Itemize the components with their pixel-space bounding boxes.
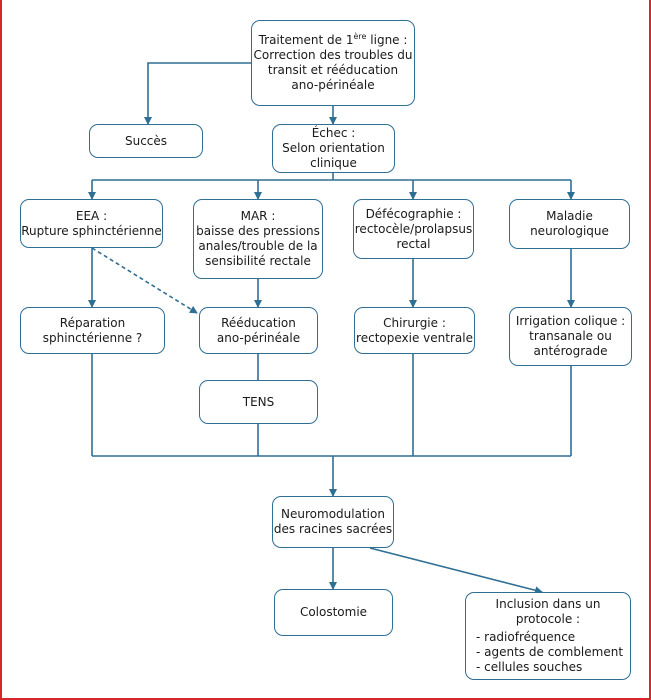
failure-text-2: Selon orientation — [282, 141, 385, 155]
protocol-item-radiofrequency: - radiofréquence — [476, 630, 576, 644]
neuromod-text-1: Neuromodulation — [281, 507, 385, 521]
protocol-item-filling-agents: - agents de comblement — [476, 645, 624, 659]
node-neurological: Maladie neurologique — [509, 199, 630, 249]
treatment-text-2: Correction des troubles du — [253, 48, 413, 62]
mar-text-4: sensibilité rectale — [205, 254, 311, 268]
arrow-neuromod-to-protocol — [369, 547, 543, 595]
mar-text-2: baisse des pressions — [196, 224, 320, 238]
neuromod-text-2: des racines sacrées — [273, 522, 393, 536]
node-tens: TENS — [199, 380, 318, 424]
protocol-text-2: protocole : — [515, 612, 581, 626]
irrigation-text-3: antérograde — [533, 344, 608, 358]
node-failure: Échec : Selon orientation clinique — [272, 124, 395, 173]
neuro-text-2: neurologique — [530, 224, 609, 238]
protocol-item-stem-cells: - cellules souches — [476, 660, 583, 674]
treatment-text-1b: ligne : — [366, 33, 408, 47]
node-eea: EEA : Rupture sphinctérienne — [20, 199, 163, 248]
colostomy-text: Colostomie — [299, 605, 368, 619]
node-reeducation: Rééducation ano-périnéale — [199, 307, 318, 354]
irrigation-text-2: transanale ou — [529, 329, 612, 343]
mar-text-1: MAR : — [240, 209, 276, 223]
treatment-text-3: transit et rééducation — [267, 63, 399, 77]
defeco-text-1: Défécographie : — [365, 206, 462, 221]
neuro-text-1: Maladie — [546, 209, 593, 223]
arrow-treatment-to-success — [144, 62, 251, 125]
failure-text-3: clinique — [310, 156, 357, 170]
treatment-superscript: ère — [353, 32, 367, 41]
success-text: Succès — [124, 133, 168, 148]
node-protocol: Inclusion dans un protocole : - radiofré… — [465, 592, 631, 680]
treatment-text-4: ano-périnéale — [291, 78, 375, 92]
node-defecography: Défécographie : rectocèle/prolapsus rect… — [353, 199, 474, 259]
node-neuromodulation: Neuromodulation des racines sacrées — [272, 496, 394, 548]
protocol-text-1: Inclusion dans un — [495, 597, 601, 611]
mar-text-3: anales/trouble de la — [198, 239, 318, 253]
defeco-text-3: rectal — [396, 236, 431, 251]
branch-line — [92, 173, 571, 181]
node-mar: MAR : baisse des pressions anales/troubl… — [193, 199, 323, 279]
eea-text-2: Rupture sphinctérienne — [21, 223, 162, 238]
node-surgery: Chirurgie : rectopexie ventrale — [354, 307, 475, 354]
node-first-line-treatment: Traitement de 1ère ligne : Correction de… — [251, 20, 415, 106]
irrigation-text-1: Irrigation colique : — [515, 314, 626, 328]
eea-text-1: EEA : — [75, 208, 108, 223]
repair-text-2: sphinctérienne ? — [42, 330, 143, 345]
failure-text-1: Échec : — [311, 126, 356, 140]
node-sphincter-repair: Réparation sphinctérienne ? — [20, 307, 165, 354]
node-irrigation: Irrigation colique : transanale ou antér… — [509, 307, 632, 366]
node-success: Succès — [89, 124, 203, 158]
node-colostomy: Colostomie — [274, 589, 393, 636]
tens-text: TENS — [242, 394, 275, 409]
reeducation-text-2: ano-périnéale — [216, 330, 301, 345]
reeducation-text-1: Rééducation — [221, 315, 296, 330]
surgery-text-1: Chirurgie : — [383, 315, 446, 330]
repair-text-1: Réparation — [59, 315, 126, 330]
defeco-text-2: rectocèle/prolapsus — [354, 221, 473, 236]
treatment-text-1a: Traitement de 1 — [258, 33, 354, 47]
dashed-arrow-eea-to-reeducation — [91, 247, 198, 314]
merge-line — [91, 354, 572, 457]
surgery-text-2: rectopexie ventrale — [356, 330, 473, 345]
